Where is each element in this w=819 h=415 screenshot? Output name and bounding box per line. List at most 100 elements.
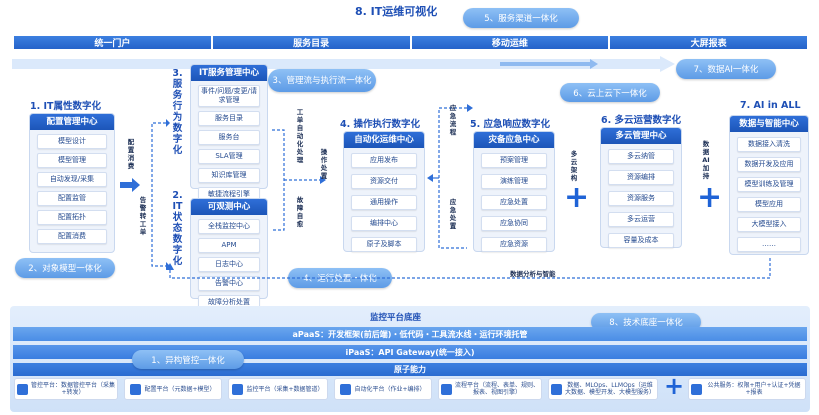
nav-dashboard[interactable]: 大屏报表 [609,35,808,50]
capability-item[interactable]: 数据、MLOps、LLMOps（运维大数据、模型开发、大模型服务） [548,378,658,400]
arrow-right-icon [120,178,140,192]
nav-mobile-ops[interactable]: 移动运维 [410,35,610,50]
automation-center-card: 自动化运维中心 应用发布 资源交付 通用操作 编排中心 原子及脚本 [343,131,425,252]
oval-object-model: 2、对象模型一体化 [15,258,115,278]
oval-heterogeneous: 1、异构管控一体化 [132,350,244,369]
data-ai-item[interactable]: 数据接入清洗 [737,137,801,152]
section4-title: 4. 操作执行数字化 [340,119,421,130]
capability-item[interactable]: 管控平台：数据管控平台（采集+转发） [14,378,118,400]
config-item[interactable]: 模型管理 [37,153,107,168]
itsm-item[interactable]: 知识库管理 [198,168,260,183]
config-item[interactable]: 配置拓扑 [37,210,107,225]
disaster-item[interactable]: 应急协同 [481,216,547,231]
bracket-connector-3 [427,104,473,249]
label-multicloud-arch: 多云架构 [570,150,578,182]
label-data-ai-boost: 数据AI加持 [702,140,710,180]
observability-item[interactable]: 日志中心 [198,257,260,272]
apaas-bar: aPaaS：开发框架(前后端)・低代码・工具流水线・运行环境托管 [13,327,807,341]
automation-item[interactable]: 编排中心 [351,216,417,231]
label-fault-self-heal: 故障自愈 [296,196,304,228]
platform-title: 监控平台底座 [370,313,422,323]
capability-icon [232,383,244,395]
oval-tech-base: 8、技术底座一体化 [591,313,701,331]
section3-title: 3. 服务行为数字化 [172,68,183,156]
nav-service-catalog[interactable]: 服务目录 [211,35,411,50]
capability-item[interactable]: 公共服务：权限+用户+认证+凭据+报表 [688,378,806,400]
capability-item[interactable]: 流程平台（流程、表单、规则、报表、视图引擎） [438,378,542,400]
observability-center-card: 可观测中心 全栈监控中心 APM 日志中心 告警中心 故障分析处置 [190,198,268,310]
capability-label: 数据、MLOps、LLMOps（运维大数据、模型开发、大模型服务） [565,382,656,396]
label-alert-work-order: 告警转工单 [139,196,147,236]
data-ai-center-card: 数据与智能中心 数据接入清洗 数据开发及应用 模型训练及管理 模型应用 大模型接… [729,115,809,255]
data-ai-center-head: 数据与智能中心 [730,116,808,132]
capability-icon [130,383,142,395]
capability-item[interactable]: 自动化平台（作业+编排） [334,378,432,400]
automation-item[interactable]: 原子及脚本 [351,237,417,252]
capability-label: 流程平台（流程、表单、规则、报表、视图引擎） [455,382,540,396]
itsm-item[interactable]: 服务台 [198,130,260,145]
plus-icon: + [564,180,590,215]
multicloud-item[interactable]: 多云纳管 [608,149,674,164]
data-ai-item[interactable]: 数据开发及应用 [737,157,801,172]
section5-title: 5. 应急响应数字化 [470,119,551,130]
config-item[interactable]: 配置消费 [37,229,107,244]
capability-label: 自动化平台（作业+编排） [354,385,426,393]
data-ai-item[interactable]: 大模型接入 [737,217,801,232]
plus-icon: + [664,372,685,400]
multicloud-item[interactable]: 资源服务 [608,191,674,206]
multicloud-item[interactable]: 容量及成本 [608,233,674,248]
itsm-item[interactable]: SLA管理 [198,149,260,164]
section2-title: 2. IT状态数字化 [172,190,183,267]
config-item[interactable]: 自动发现/采集 [37,172,107,187]
section6-title: 6. 多云运营数字化 [601,115,682,126]
data-analysis-loop [166,258,771,279]
data-ai-item[interactable]: 模型应用 [737,197,801,212]
observability-item[interactable]: APM [198,238,260,253]
oval-service-channel: 5、服务渠道一体化 [463,8,579,28]
disaster-item[interactable]: 应急资源 [481,237,547,252]
capability-icon [551,383,562,395]
observability-item[interactable]: 全栈监控中心 [198,219,260,234]
atomic-bar: 原子能力 [13,363,807,376]
data-ai-item[interactable]: 模型训练及管理 [737,177,801,192]
automation-item[interactable]: 通用操作 [351,195,417,210]
disaster-item[interactable]: 预案管理 [481,153,547,168]
observability-center-head: 可观测中心 [191,199,267,215]
bracket-connector-2 [272,129,326,231]
label-config-consume: 配置消费 [127,138,135,170]
automation-item[interactable]: 资源交付 [351,174,417,189]
label-ticket-auto: 工单自动化处理 [296,108,304,164]
config-center-head: 配置管理中心 [30,114,114,130]
capability-icon [340,383,352,395]
disaster-item[interactable]: 应急处置 [481,195,547,210]
multicloud-item[interactable]: 资源编排 [608,170,674,185]
automation-item[interactable]: 应用发布 [351,153,417,168]
capability-item[interactable]: 监控平台（采集+数据管道） [228,378,328,400]
multicloud-item[interactable]: 多云运营 [608,212,674,227]
config-item[interactable]: 配置监管 [37,191,107,206]
config-item[interactable]: 模型设计 [37,134,107,149]
config-center-card: 配置管理中心 模型设计 模型管理 自动发现/采集 配置监管 配置拓扑 配置消费 [29,113,115,253]
label-op-handle: 操作处置 [320,148,328,180]
observability-item[interactable]: 告警中心 [198,276,260,291]
data-ai-item[interactable]: …… [737,237,801,252]
disaster-item[interactable]: 演练管理 [481,174,547,189]
nav-portal[interactable]: 统一门户 [13,35,212,50]
plus-icon: + [697,180,723,215]
capability-icon [441,383,452,395]
label-emergency-handle: 应急处置 [449,198,457,230]
itsm-item[interactable]: 服务目录 [198,111,260,126]
label-data-analysis: 数据分析与智能 [510,270,556,278]
itsm-item[interactable]: 事件/问题/变更/请求管理 [198,85,260,107]
bracket-connector [151,119,170,270]
capability-item[interactable]: 配置平台（元数据+模型） [124,378,222,400]
capability-icon [691,383,702,395]
page-title: 8. IT运维可视化 [355,5,438,18]
itsm-center-card: IT服务管理中心 事件/问题/变更/请求管理 服务目录 服务台 SLA管理 知识… [190,64,268,202]
top-nav-bar: 统一门户 服务目录 移动运维 大屏报表 [13,35,808,50]
disaster-center-card: 灾备应急中心 预案管理 演练管理 应急处置 应急协同 应急资源 [473,131,555,252]
capability-icon [17,383,28,395]
section1-title: 1. IT属性数字化 [30,101,102,112]
capability-label: 监控平台（采集+数据管道） [246,385,324,393]
oval-cloud: 6、云上云下一体化 [560,83,660,102]
